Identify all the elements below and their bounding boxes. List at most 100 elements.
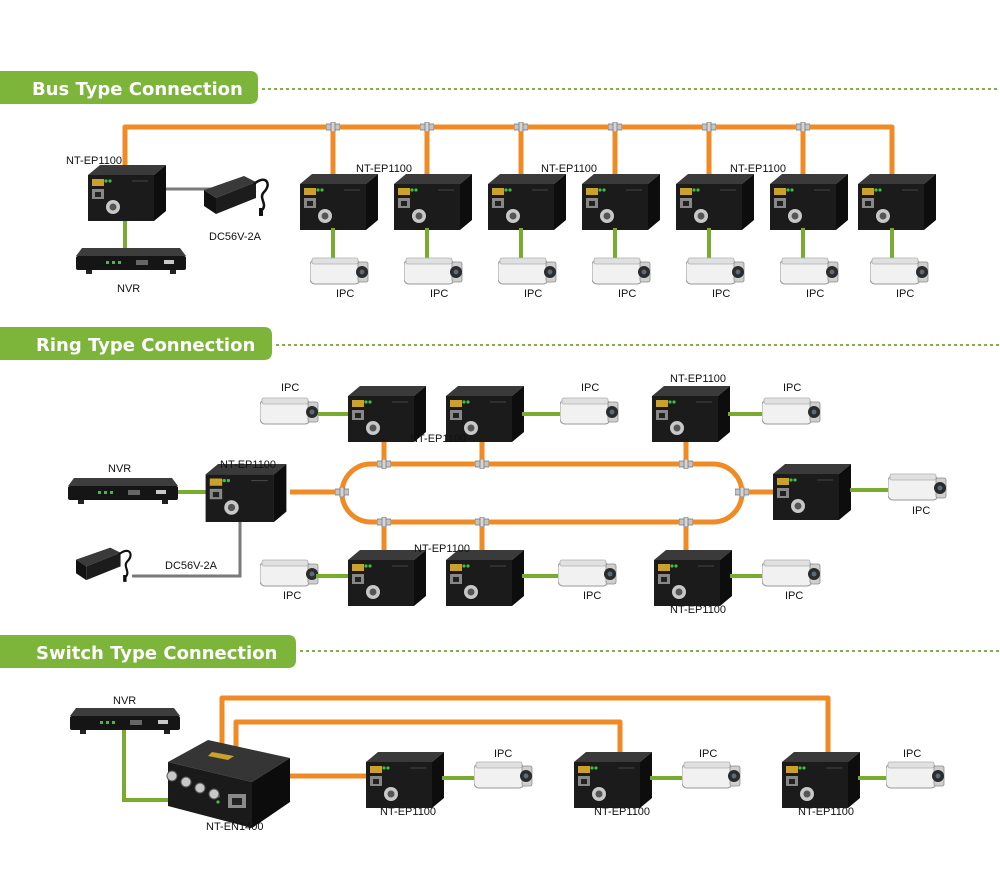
bus-drop-unit: IPC <box>300 174 378 300</box>
ip-camera-icon <box>560 397 619 425</box>
coax-extender-icon <box>88 165 166 221</box>
ip-camera-icon <box>404 257 463 285</box>
t-connector-icon <box>679 517 693 527</box>
bus-drop-unit: IPC <box>676 174 754 300</box>
t-connector-icon <box>420 122 434 132</box>
coax-extender-icon <box>676 174 754 230</box>
bus-coax-trunk <box>122 124 895 180</box>
ip-camera-icon <box>260 559 319 587</box>
coax-extender-icon <box>652 386 730 442</box>
bus-ipc-label: IPC <box>712 288 730 300</box>
ring-coax-loop <box>339 461 745 525</box>
coax-extender-icon <box>300 174 378 230</box>
nvr-recorder-icon <box>76 248 186 274</box>
t-connector-icon <box>475 459 489 469</box>
t-connector-icon <box>608 122 622 132</box>
ring-bottom-unit: IPC NT-EP1100 <box>654 550 821 616</box>
ip-camera-icon <box>762 559 821 587</box>
ring-coax-drops <box>290 430 778 558</box>
ring-ipc-label: IPC <box>783 382 801 394</box>
t-connector-icon <box>335 487 349 497</box>
ring-extender-label: NT-EP1100 <box>670 604 726 616</box>
bus-extender-label: NT-EP1100 <box>541 163 597 175</box>
t-connector-icon <box>702 122 716 132</box>
coax-extender-icon <box>348 550 426 606</box>
coax-extender-icon <box>366 752 444 808</box>
t-connector-icon <box>377 459 391 469</box>
ring-ipc-label: IPC <box>912 505 930 517</box>
ring-ipc-label: IPC <box>581 382 599 394</box>
bus-psu-label: DC56V-2A <box>209 231 262 243</box>
switch-extender-label: NT-EP1100 <box>798 806 854 818</box>
coax-extender-icon <box>582 174 660 230</box>
ring-ipc-label: IPC <box>281 382 299 394</box>
switch-ipc-label: IPC <box>494 748 512 760</box>
bus-head-extender-label: NT-EP1100 <box>66 155 122 167</box>
ring-ipc-label: IPC <box>283 590 301 602</box>
nvr-recorder-icon <box>68 478 178 504</box>
switch-section-header: Switch Type Connection <box>0 635 1000 668</box>
coax-switch-unit: NT-EN1400 <box>166 740 290 833</box>
coax-extender-icon <box>654 550 732 606</box>
ip-camera-icon <box>686 257 745 285</box>
bus-ipc-label: IPC <box>806 288 824 300</box>
bus-ipc-label: IPC <box>896 288 914 300</box>
ip-camera-icon <box>310 257 369 285</box>
ring-extender-label: NT-EP1100 <box>410 433 466 445</box>
ring-top-unit: IPC <box>260 382 426 442</box>
ring-psu-label: DC56V-2A <box>165 560 218 572</box>
bus-drop-unit: IPC <box>858 174 936 300</box>
ring-right-unit: IPC <box>772 464 947 520</box>
coax-extender-icon <box>488 174 566 230</box>
bus-drop-unit: IPC <box>488 174 566 300</box>
ip-camera-icon <box>762 397 821 425</box>
bus-extender-label: NT-EP1100 <box>730 163 786 175</box>
coax-extender-icon <box>858 174 936 230</box>
coax-extender-icon <box>772 464 852 520</box>
ring-top-unit: IPC NT-EP1100 <box>652 373 821 442</box>
bus-coax-drops <box>330 127 806 180</box>
switch-coax-run-mid <box>233 719 623 766</box>
ring-ipc-label: IPC <box>583 590 601 602</box>
coax-extender-icon <box>394 174 472 230</box>
ip-camera-icon <box>682 761 741 789</box>
power-adapter-icon <box>204 174 269 218</box>
switch-section-title: Switch Type Connection <box>36 643 277 664</box>
bus-ipc-label: IPC <box>618 288 636 300</box>
bnc-port-icon <box>166 770 220 800</box>
ip-camera-icon <box>780 257 839 285</box>
t-connector-icon <box>475 517 489 527</box>
coax-extender-icon <box>446 550 524 606</box>
bus-section-title: Bus Type Connection <box>32 79 243 100</box>
ip-camera-icon <box>592 257 651 285</box>
ring-ipc-label: IPC <box>785 590 803 602</box>
switch-nvr-label: NVR <box>113 695 136 707</box>
coax-extender-icon <box>574 752 652 808</box>
switch-remote-unit: IPC NT-EP1100 <box>366 748 533 818</box>
ring-power-cable <box>132 512 242 578</box>
t-connector-icon <box>514 122 528 132</box>
ip-camera-icon <box>558 559 617 587</box>
bus-drop-unit: IPC <box>582 174 660 300</box>
ip-camera-icon <box>260 397 319 425</box>
t-connector-icon <box>326 122 340 132</box>
bus-section-header: Bus Type Connection <box>0 71 1000 104</box>
switch-ipc-label: IPC <box>903 748 921 760</box>
bus-nvr-label: NVR <box>117 283 140 295</box>
ring-section-title: Ring Type Connection <box>36 335 255 356</box>
ip-camera-icon <box>498 257 557 285</box>
switch-remote-unit: IPC NT-EP1100 <box>574 748 741 818</box>
coax-extender-icon <box>205 464 287 522</box>
ip-camera-icon <box>888 473 947 501</box>
switch-model-label: NT-EN1400 <box>206 821 263 833</box>
ring-head-extender-label: NT-EP1100 <box>220 459 276 471</box>
t-connector-icon <box>735 487 749 497</box>
switch-ipc-label: IPC <box>699 748 717 760</box>
power-adapter-icon <box>76 546 132 583</box>
switch-extender-label: NT-EP1100 <box>380 806 436 818</box>
bus-ipc-label: IPC <box>336 288 354 300</box>
coax-extender-icon <box>782 752 860 808</box>
bus-extender-label: NT-EP1100 <box>356 163 412 175</box>
bus-ipc-label: IPC <box>430 288 448 300</box>
